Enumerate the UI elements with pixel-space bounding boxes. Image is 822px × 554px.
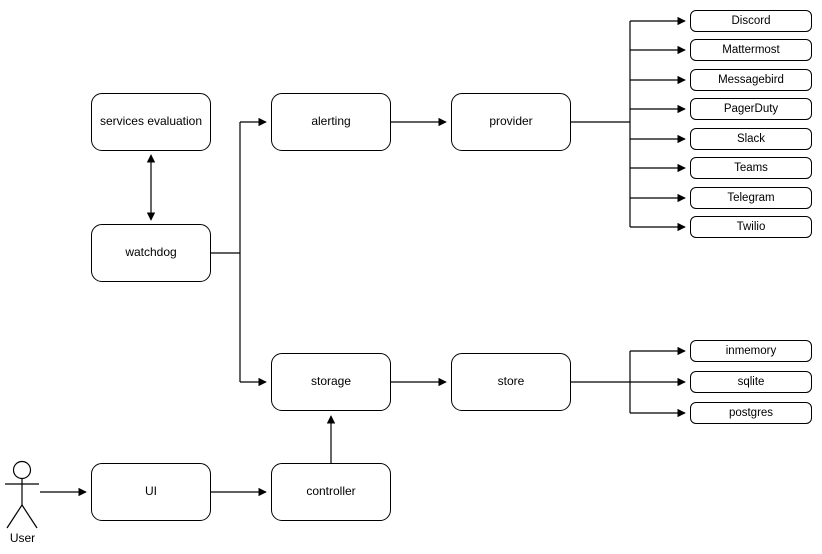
node-label: watchdog [125,245,177,260]
node-label: sqlite [737,375,765,388]
node-messagebird[interactable]: Messagebird [690,69,812,91]
node-label: Teams [734,161,768,174]
node-postgres[interactable]: postgres [690,402,812,424]
node-label: Twilio [736,220,766,233]
node-label: storage [310,374,352,389]
node-twilio[interactable]: Twilio [690,216,812,238]
node-label: PagerDuty [723,102,779,115]
node-label: Telegram [727,191,775,204]
node-label: services evaluation [99,114,203,129]
node-services-evaluation[interactable]: services evaluation [91,93,211,151]
node-ui[interactable]: UI [91,463,211,521]
actor-user-label: User [9,531,36,545]
node-store[interactable]: store [451,353,571,411]
node-teams[interactable]: Teams [690,157,812,179]
node-label: inmemory [725,344,777,357]
node-inmemory[interactable]: inmemory [690,340,812,362]
node-label: store [497,374,525,389]
node-label: postgres [728,406,774,419]
node-label: Messagebird [718,73,784,86]
node-label: UI [145,484,157,499]
node-watchdog[interactable]: watchdog [91,224,211,282]
node-label: Discord [731,14,771,27]
node-slack[interactable]: Slack [690,128,812,150]
node-alerting[interactable]: alerting [271,93,391,151]
node-provider[interactable]: provider [451,93,571,151]
node-storage[interactable]: storage [271,353,391,411]
node-pagerduty[interactable]: PagerDuty [690,98,812,120]
node-telegram[interactable]: Telegram [690,187,812,209]
node-label: Mattermost [722,43,780,56]
actor-user-figure [5,460,39,529]
node-label: alerting [311,114,351,129]
node-discord[interactable]: Discord [690,10,812,32]
node-label: provider [489,114,533,129]
node-controller[interactable]: controller [271,463,391,521]
node-label: controller [306,484,356,499]
node-sqlite[interactable]: sqlite [690,371,812,393]
node-label: Slack [736,132,766,145]
node-mattermost[interactable]: Mattermost [690,39,812,61]
